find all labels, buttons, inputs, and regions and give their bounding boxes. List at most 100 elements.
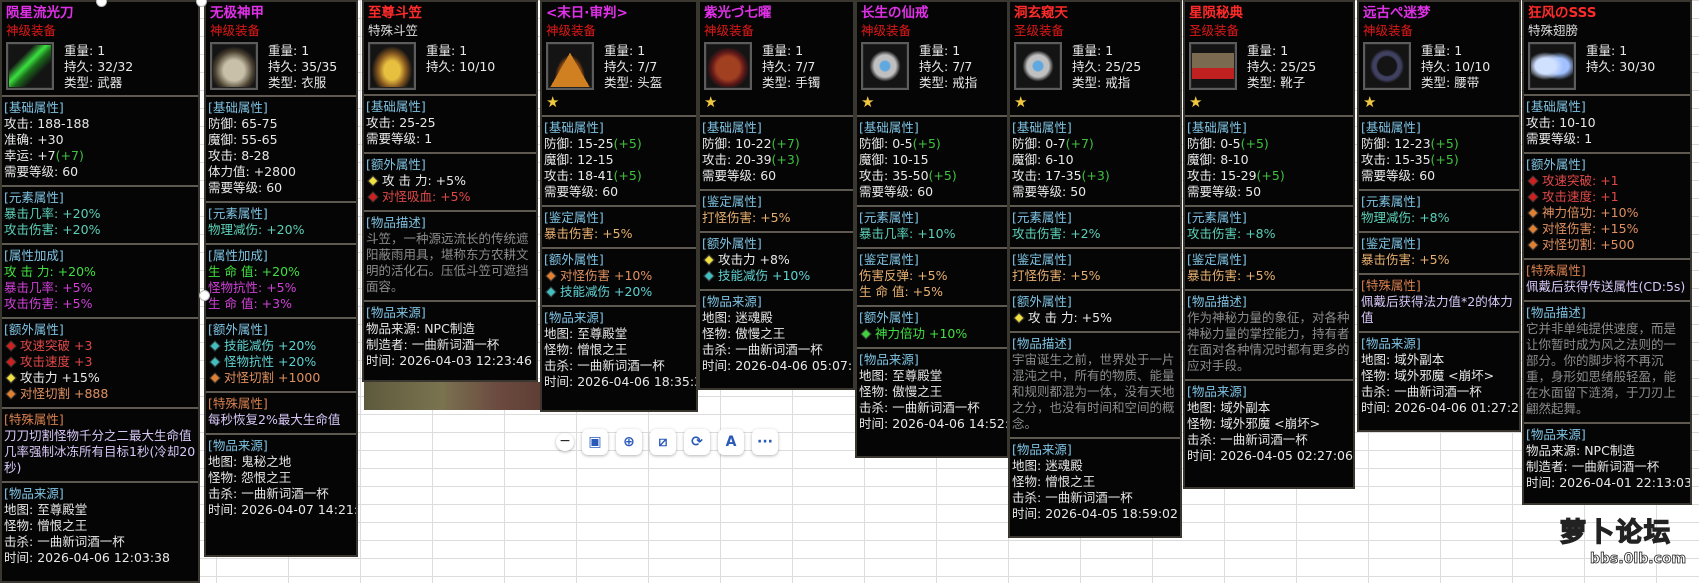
attr-label: 击杀 (1361, 384, 1387, 399)
attr-label: 击杀 (208, 486, 234, 501)
info-value: 7/7 (637, 59, 658, 74)
selection-handle[interactable] (199, 290, 210, 301)
belt-icon (1363, 42, 1411, 90)
attr-label: 击杀 (702, 342, 728, 357)
bullet-icon (1527, 207, 1539, 219)
attr-label: 怪物 (544, 342, 570, 357)
attr-line: 时间: 2026-04-06 05:07:18 (702, 358, 853, 374)
attr-label: 怪物抗性 (208, 280, 259, 295)
section-title: [额外属性] (859, 310, 919, 325)
selection-handle[interactable] (196, 0, 207, 7)
image-icon-button[interactable]: ▣ (582, 429, 608, 455)
more-icon-button[interactable]: ··· (752, 429, 778, 455)
info-weight: 重量: 1 (1586, 43, 1628, 58)
minus-icon: − (559, 433, 571, 449)
attr-line: 攻击: 188-188 (4, 116, 90, 131)
attr-value: 2026-04-06 05:07:18 (735, 358, 855, 373)
attr-line: 击杀: 一曲新词酒一杯 (208, 486, 329, 501)
attr-value: +5% (62, 280, 93, 295)
crop-icon-button[interactable]: ⧄ (650, 429, 676, 455)
attr-line: 暴击几率: +20% (4, 206, 101, 221)
attr-label: 地图 (859, 368, 885, 383)
attr-bonus: (+5) (1256, 168, 1285, 183)
attr-label: 时间 (859, 416, 885, 431)
attr-bonus: (+5) (912, 136, 941, 151)
text-recognition-icon-button[interactable]: A (718, 429, 744, 455)
info-label: 持久 (1421, 59, 1447, 74)
attr-label: 暴击伤害 (544, 226, 595, 241)
attr-label: 攻击 (1526, 115, 1552, 130)
attr-line: 需要等级: 50 (1187, 184, 1262, 199)
star-icon: ★ (704, 93, 718, 111)
attr-line: 防御: 0-5(+5) (859, 136, 941, 151)
section-title: [鉴定属性] (859, 252, 919, 267)
section-title: [元素属性] (1187, 210, 1247, 225)
section-text: 几率强制冰冻所有目标1秒(冷却20秒) (4, 444, 196, 475)
info-label: 持久 (604, 59, 630, 74)
attr-line: 击杀: 一曲新词酒一杯 (702, 342, 823, 357)
star-icon: ★ (1363, 93, 1377, 111)
info-value: 头盔 (637, 75, 663, 90)
section-title: [物品描述] (1012, 336, 1072, 351)
section-title: [额外属性] (544, 252, 604, 267)
attr-line: 暴击伤害: +5% (1187, 268, 1276, 283)
star-icon: ★ (861, 93, 875, 111)
attr-section: [物品描述]斗笠，一种源远流长的传统遮阳蔽雨用具，堪称东方农耕文明的活化石。压低… (364, 210, 536, 300)
attr-bonus: (+5) (613, 136, 642, 151)
attr-line: 怪物: 憎恨之王 (1012, 474, 1096, 489)
section-title: [基础属性] (1526, 99, 1586, 114)
zoom-in-icon-button[interactable]: ⊕ (616, 429, 642, 455)
section-title: [鉴定属性] (702, 194, 762, 209)
info-value: 武器 (97, 75, 123, 90)
attr-line: 攻击: 10-10 (1526, 115, 1596, 130)
attr-value: 一曲新词酒一杯 (1045, 490, 1133, 505)
attr-label: 防御 (208, 116, 234, 131)
attr-label: 地图 (1361, 352, 1387, 367)
rotate-icon-button[interactable]: ⟳ (684, 429, 710, 455)
attr-label: 攻 击 力 (4, 264, 50, 279)
attr-label: 时间 (1187, 448, 1213, 463)
attr-value: 65-75 (241, 116, 278, 131)
attr-line: 需要等级: 50 (1012, 184, 1087, 199)
section-title: [特殊属性] (4, 412, 64, 427)
selection-handle[interactable] (96, 0, 107, 7)
attr-section: [鉴定属性]打怪伤害: +5% (700, 189, 853, 231)
attr-value: +10% (1600, 205, 1639, 220)
attr-bonus: (+5) (613, 168, 642, 183)
attr-label: 攻击 (1012, 168, 1038, 183)
attr-section: [鉴定属性]暴击伤害: +5% (1359, 231, 1519, 273)
attr-value: +1000 (278, 370, 321, 385)
attr-line: 需要等级: 60 (702, 168, 777, 183)
text-recognition-icon: A (725, 434, 737, 450)
attr-line: 神力倍功 +10% (859, 326, 1005, 342)
info-dur: 持久: 10/10 (426, 59, 496, 74)
attr-label: 攻击 (1187, 168, 1213, 183)
info-type: 类型: 戒指 (919, 75, 978, 90)
attr-line: 需要等级: 60 (208, 180, 283, 195)
attr-value: 域外邪魔 <崩坏> (1220, 416, 1321, 431)
minus-icon-button[interactable]: − (556, 433, 574, 451)
section-text: 每秒恢复2%最大生命值 (208, 412, 341, 427)
attr-line: 物品来源: NPC制造 (1526, 443, 1635, 458)
attr-line: 怪物抗性 +20% (208, 354, 354, 370)
attr-label: 伤害反弹 (859, 268, 910, 283)
attr-label: 体力值 (208, 164, 246, 179)
item-subtype: 特殊翅膀 (1528, 23, 1579, 38)
section-title: [物品描述] (1187, 294, 1247, 309)
watermark-url: bbs.0lb.com (1590, 551, 1687, 568)
